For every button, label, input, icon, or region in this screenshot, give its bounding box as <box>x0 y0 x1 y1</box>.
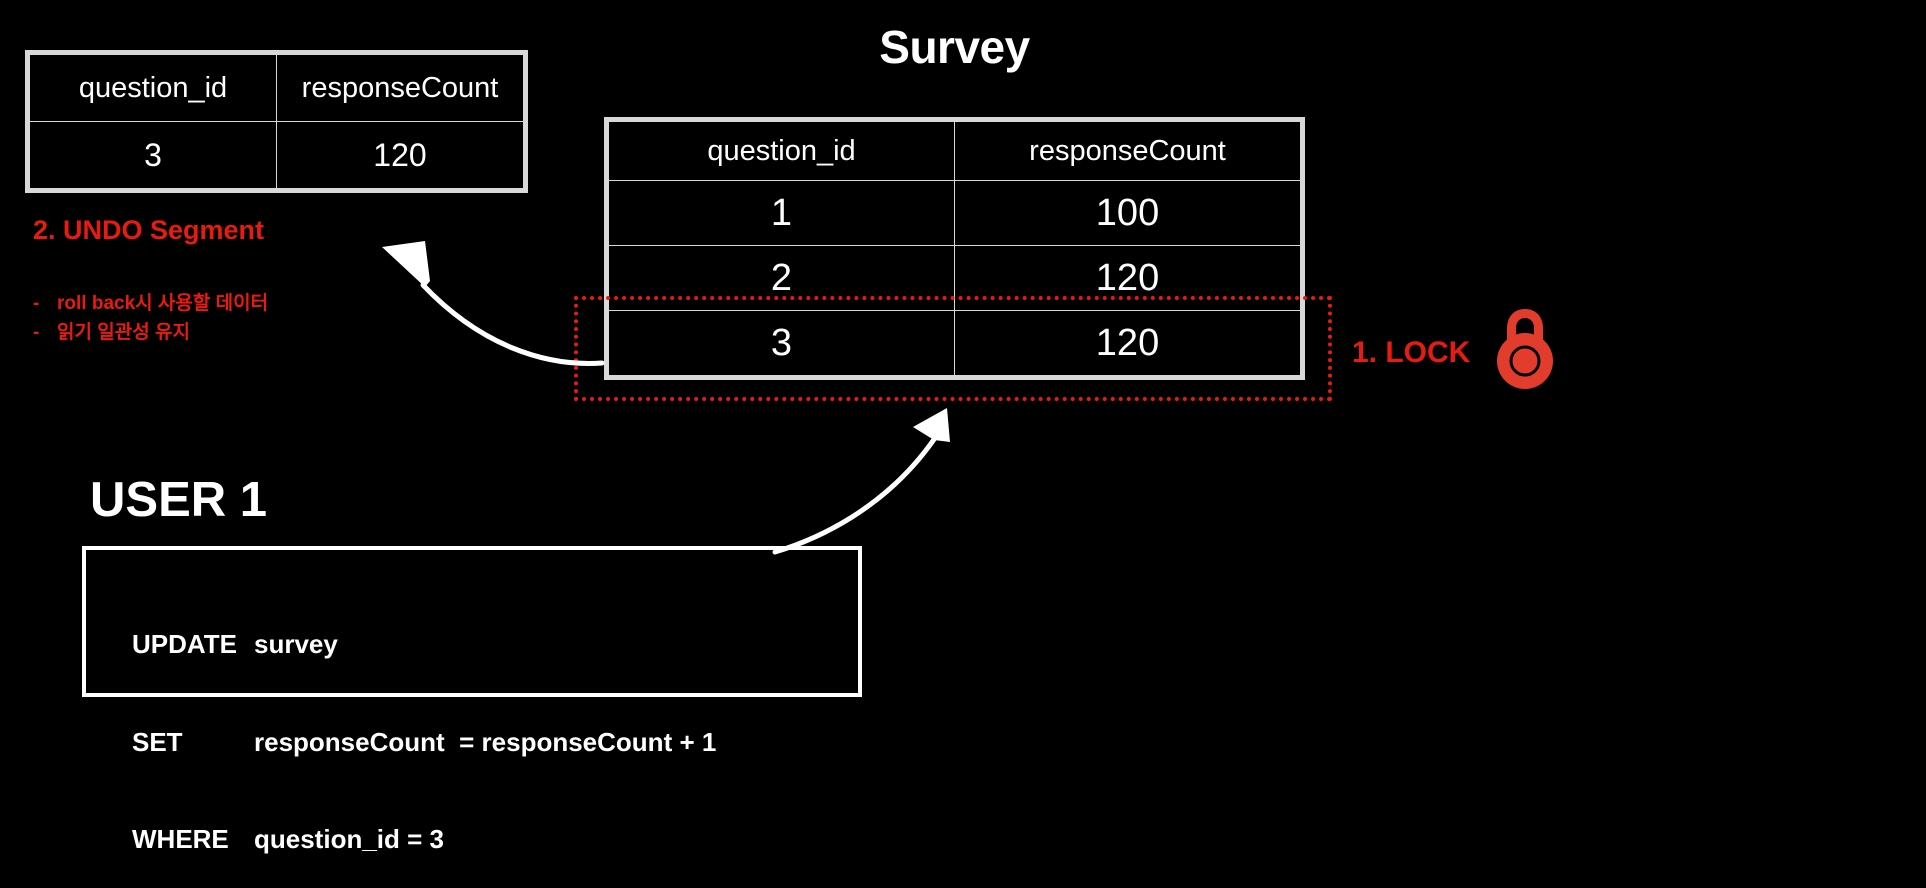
note-item: - 읽기 일관성 유지 <box>33 319 268 348</box>
padlock-icon <box>1494 307 1556 392</box>
survey-cell-question-id: 2 <box>608 245 955 311</box>
sql-line-1: UPDATE survey <box>132 628 716 661</box>
survey-cell-question-id: 1 <box>608 180 955 246</box>
note-text: roll back시 사용할 데이터 <box>57 293 269 314</box>
sql-statement-text: UPDATE survey SET responseCount = response… <box>132 563 716 888</box>
sql-line-1-rest: survey <box>254 629 338 659</box>
undo-segment-heading: 2. UNDO Segment <box>33 215 265 245</box>
survey-cell-response-count: 120 <box>954 245 1301 311</box>
survey-table-grid: question_id responseCount 1 100 2 120 3 … <box>608 121 1301 376</box>
sql-keyword-where: WHERE <box>132 824 229 854</box>
sql-line-3-rest: question_id = 3 <box>254 824 444 854</box>
undo-table: question_id responseCount 3 120 <box>29 54 524 189</box>
survey-cell-response-count: 120 <box>954 310 1301 376</box>
table-row: 3 120 <box>29 121 524 189</box>
lock-label: 1. LOCK <box>1352 336 1471 369</box>
undo-segment-notes: - roll back시 사용할 데이터 - 읽기 일관성 유지 <box>33 290 268 347</box>
undo-cell-question-id: 3 <box>29 121 277 189</box>
lock-highlight-box <box>574 296 1332 401</box>
table-header-row: question_id responseCount <box>29 54 524 122</box>
sql-line-3: WHERE question_id = 3 <box>132 823 716 856</box>
arrow-sql-to-lock <box>772 408 950 555</box>
survey-col-question-id: question_id <box>608 121 955 181</box>
sql-statement-box <box>82 546 862 697</box>
table-row: 1 100 <box>608 180 1301 246</box>
survey-cell-response-count: 100 <box>954 180 1301 246</box>
undo-cell-response-count: 120 <box>276 121 524 189</box>
bullet-dash: - <box>33 321 40 343</box>
survey-cell-question-id: 3 <box>608 310 955 376</box>
survey-title: Survey <box>879 21 1030 73</box>
sql-keyword-update: UPDATE <box>132 629 237 659</box>
bullet-dash: - <box>33 293 40 314</box>
user-label: USER 1 <box>90 473 268 527</box>
sql-keyword-set: SET <box>132 726 183 757</box>
undo-col-question-id: question_id <box>29 54 277 122</box>
sql-line-2: SET responseCount = responseCount + 1 <box>132 726 716 759</box>
note-text: 읽기 일관성 유지 <box>57 321 190 343</box>
survey-table: question_id responseCount 1 100 2 120 3 … <box>604 117 1305 380</box>
table-row: 3 120 <box>608 310 1301 376</box>
note-item: - roll back시 사용할 데이터 <box>33 290 268 319</box>
undo-segment-table: question_id responseCount 3 120 <box>25 50 528 193</box>
sql-line-2-rest: responseCount = responseCount + 1 <box>254 726 717 757</box>
undo-col-response-count: responseCount <box>276 54 524 122</box>
table-row: 2 120 <box>608 245 1301 311</box>
survey-col-response-count: responseCount <box>954 121 1301 181</box>
table-header-row: question_id responseCount <box>608 121 1301 181</box>
